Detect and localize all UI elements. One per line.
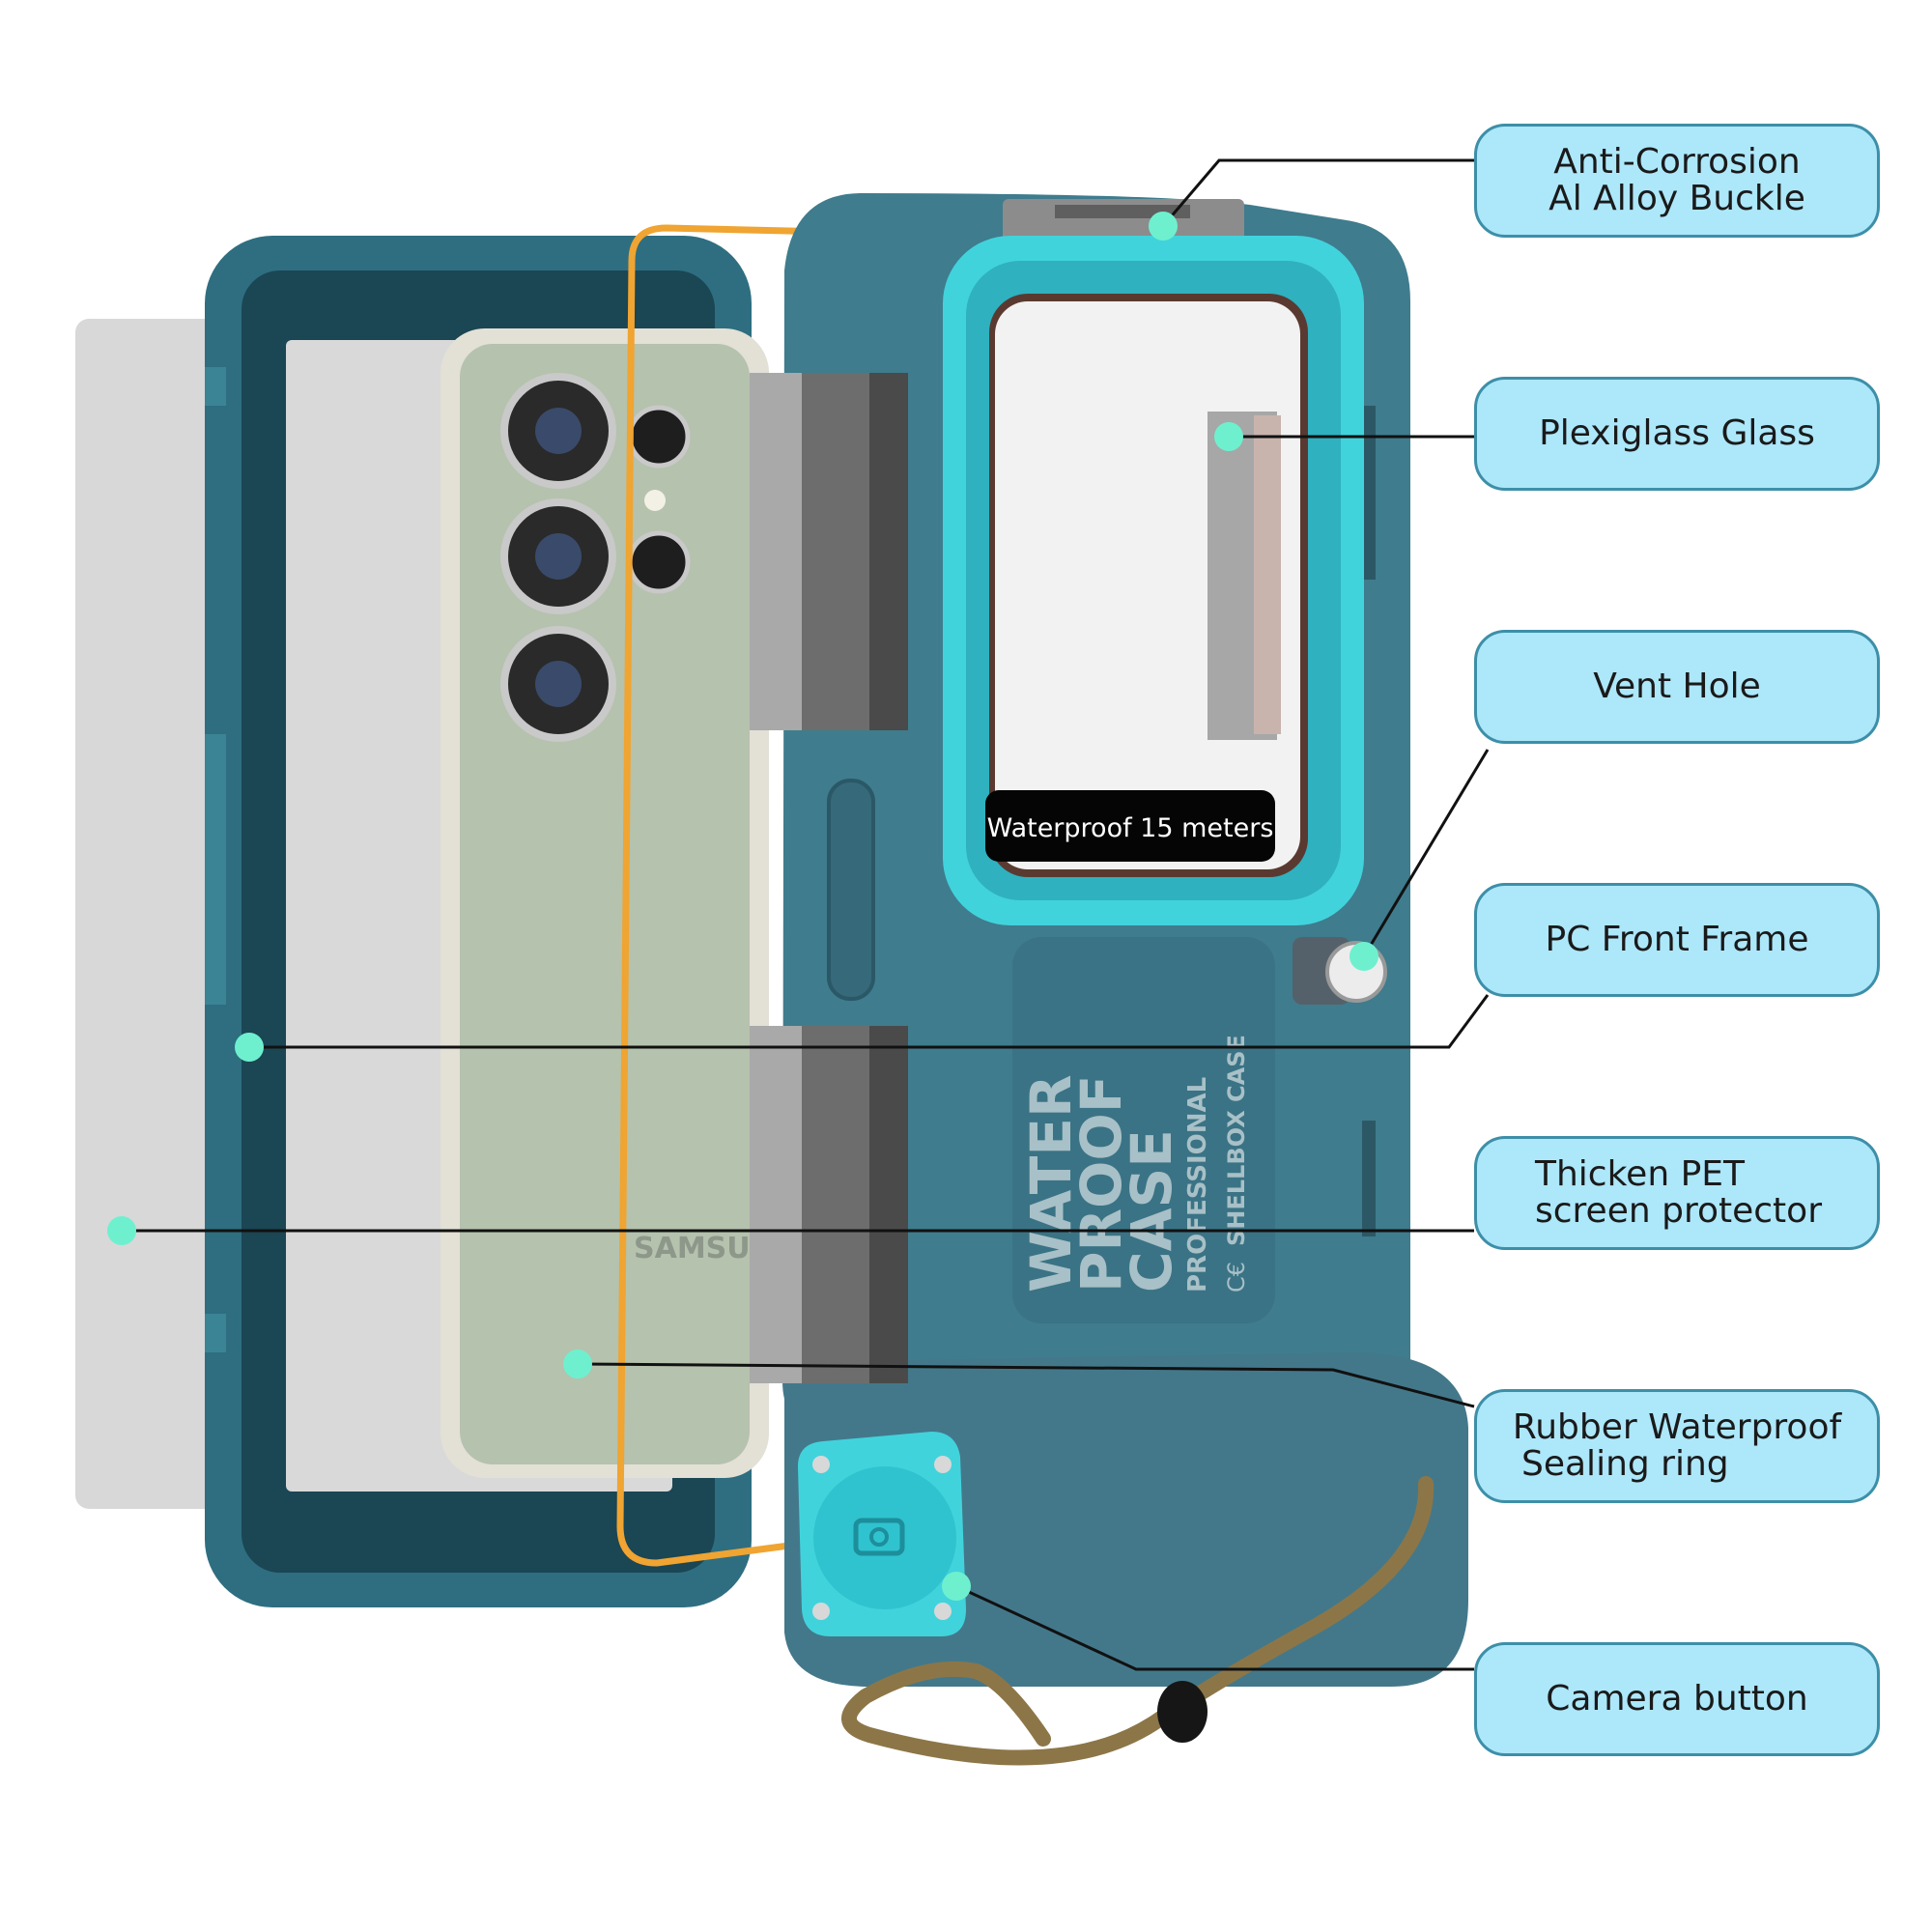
screw-icon	[812, 1603, 830, 1620]
lanyard-strap	[841, 1476, 1435, 1766]
dot-glass	[1214, 422, 1243, 451]
logo-line-1: WATER	[1018, 1074, 1084, 1293]
callout-line: Sealing ring	[1521, 1444, 1729, 1484]
callout-vent-hole: Vent Hole	[1474, 630, 1880, 744]
callout-plexiglass-glass: Plexiglass Glass	[1474, 377, 1880, 491]
ce-mark: C€	[1223, 1262, 1250, 1293]
camera-lens-icon	[627, 530, 691, 594]
camera-button	[798, 1432, 966, 1636]
case-logo-print: WATER PROOF CASE PROFESSIONAL C€ SHELLBO…	[1018, 1035, 1250, 1293]
camera-icon	[853, 1518, 905, 1556]
flash-icon	[644, 490, 666, 511]
callout-line: screen protector	[1535, 1191, 1822, 1231]
callout-line: Camera button	[1546, 1679, 1808, 1719]
callout-dots	[107, 212, 1378, 1601]
callout-line: PC Front Frame	[1545, 920, 1809, 959]
callout-pc-front-frame: PC Front Frame	[1474, 883, 1880, 997]
camera-lens-icon	[627, 405, 691, 469]
screw-icon	[812, 1456, 830, 1473]
dot-ring	[563, 1350, 592, 1378]
alloy-buckle	[1003, 199, 1244, 242]
dot-frame	[235, 1033, 264, 1062]
callout-anti-corrosion-buckle: Anti-Corrosion Al Alloy Buckle	[1474, 124, 1880, 238]
callout-line: Plexiglass Glass	[1539, 413, 1815, 453]
dot-camera	[942, 1572, 971, 1601]
callout-rubber-waterproof-sealing-ring: Rubber Waterproof Sealing ring	[1474, 1389, 1880, 1503]
rubber-sealing-ring-outline	[616, 224, 832, 1567]
phone: SAMSUNG	[440, 328, 798, 1478]
dot-buckle	[1149, 212, 1178, 241]
dot-pet	[107, 1216, 136, 1245]
logo-line-3: CASE	[1119, 1129, 1184, 1293]
callout-line: Vent Hole	[1593, 667, 1761, 706]
depth-rating-text: Waterproof 15 meters	[987, 813, 1274, 843]
screw-icon	[934, 1603, 952, 1620]
callout-line: Thicken PET	[1535, 1154, 1746, 1194]
callout-thicken-pet-screen-protector: Thicken PET screen protector	[1474, 1136, 1880, 1250]
callout-line: Rubber Waterproof	[1512, 1407, 1842, 1447]
dot-vent	[1350, 942, 1378, 971]
logo-professional: PROFESSIONAL	[1183, 1077, 1212, 1293]
logo-brand: SHELLBOX CASE	[1223, 1035, 1250, 1246]
callout-line: Al Alloy Buckle	[1548, 179, 1805, 218]
logo-line-2: PROOF	[1068, 1075, 1134, 1293]
vent-hole-knob	[1293, 937, 1387, 1005]
depth-rating-badge: Waterproof 15 meters	[985, 790, 1275, 862]
leader-lines	[122, 158, 1490, 1671]
callout-camera-button: Camera button	[1474, 1642, 1880, 1756]
screw-icon	[934, 1456, 952, 1473]
metal-hinges	[750, 373, 908, 1383]
callout-line: Anti-Corrosion	[1553, 142, 1801, 182]
